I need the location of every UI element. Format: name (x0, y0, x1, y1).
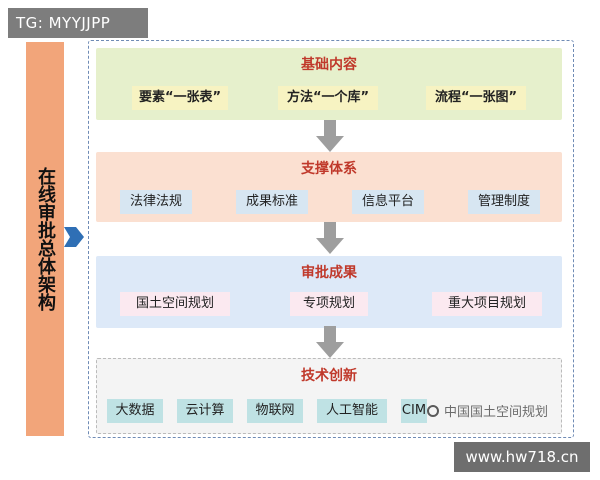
layer-basic-content: 基础内容 要素“一张表” 方法“一个库” 流程“一张图” (96, 48, 562, 120)
layer-item: 管理制度 (468, 190, 540, 214)
layer-support-system: 支撑体系 法律法规 成果标准 信息平台 管理制度 (96, 152, 562, 222)
architecture-frame (88, 40, 574, 438)
layer-item: 国土空间规划 (120, 292, 230, 316)
layer-item: 方法“一个库” (278, 86, 378, 110)
layer-title: 基础内容 (301, 57, 357, 73)
layer-item: 法律法规 (120, 190, 192, 214)
layer-title: 支撑体系 (301, 161, 357, 177)
wechat-icon (427, 405, 439, 417)
layer-item: CIM (401, 399, 427, 423)
layer-item: 要素“一张表” (132, 86, 228, 110)
down-arrow-icon (316, 326, 344, 358)
layer-item: 大数据 (107, 399, 163, 423)
layer-tech-innovation: 技术创新 大数据 云计算 物联网 人工智能 CIM (96, 358, 562, 434)
top-left-tag: TG: MYYJJPP (8, 8, 148, 38)
layer-title: 技术创新 (301, 368, 357, 384)
layer-item: 成果标准 (236, 190, 308, 214)
sidebar-title: 在线审批总体架构 (26, 42, 64, 436)
layer-item: 云计算 (177, 399, 233, 423)
layer-item: 信息平台 (352, 190, 424, 214)
layer-item: 物联网 (247, 399, 303, 423)
watermark: 中国国土空间规划 (444, 405, 549, 420)
layer-title: 审批成果 (301, 265, 357, 281)
layer-item: 人工智能 (317, 399, 387, 423)
down-arrow-icon (316, 222, 344, 254)
layer-approval-results: 审批成果 国土空间规划 专项规划 重大项目规划 (96, 256, 562, 328)
down-arrow-icon (316, 120, 344, 152)
layer-item: 重大项目规划 (432, 292, 542, 316)
site-label: www.hw718.cn (454, 442, 590, 472)
layer-item: 专项规划 (290, 292, 368, 316)
layer-item: 流程“一张图” (426, 86, 526, 110)
right-arrow-icon (64, 227, 84, 247)
